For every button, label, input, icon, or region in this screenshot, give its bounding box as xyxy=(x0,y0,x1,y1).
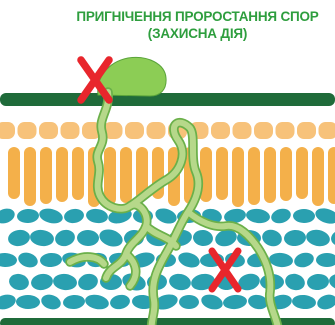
mesophyll-cell xyxy=(38,206,65,225)
mesophyll-cell xyxy=(192,229,214,247)
mesophyll-cell xyxy=(53,228,76,249)
mesophyll-cell xyxy=(269,207,292,226)
mesophyll-cell xyxy=(109,293,131,311)
mesophyll-cell xyxy=(52,273,78,292)
epidermis-layer xyxy=(0,122,335,139)
mesophyll-cell xyxy=(245,208,271,225)
palisade-cell xyxy=(104,147,116,205)
epidermis-cell xyxy=(233,122,252,139)
palisade-cell xyxy=(216,147,228,200)
palisade-cell xyxy=(312,147,324,206)
epidermis-cell xyxy=(276,122,295,139)
palisade-cell xyxy=(56,147,68,202)
mesophyll-cell xyxy=(291,294,316,310)
mesophyll-cell xyxy=(63,208,85,225)
upper-cuticle xyxy=(0,93,335,106)
lower-cuticle xyxy=(0,318,335,325)
epidermis-cell xyxy=(39,122,58,139)
mesophyll-cell xyxy=(7,228,31,247)
mesophyll-cell xyxy=(84,293,110,312)
epidermis-cell xyxy=(297,122,316,139)
mesophyll-cell xyxy=(7,272,30,292)
mesophyll-cell xyxy=(176,250,201,270)
mesophyll-cell xyxy=(62,294,85,310)
palisade-cell xyxy=(328,147,335,204)
mesophyll-cell xyxy=(179,295,199,309)
mesophyll-cell xyxy=(260,227,284,248)
palisade-cell xyxy=(24,147,36,206)
mesophyll-cell xyxy=(330,228,335,248)
mesophyll-cell xyxy=(313,206,335,227)
palisade-cell xyxy=(120,147,132,203)
palisade-cell xyxy=(248,147,260,205)
mesophyll-cell xyxy=(16,295,40,309)
mesophyll-cell xyxy=(153,206,178,226)
mesophyll-cell xyxy=(268,252,293,268)
mesophyll-cell xyxy=(97,227,125,250)
epidermis-cell xyxy=(61,122,80,139)
epidermis-cell xyxy=(319,122,335,139)
mesophyll-cell xyxy=(293,209,315,223)
mesophyll-cell xyxy=(76,272,100,293)
mesophyll-cell xyxy=(40,252,63,268)
palisade-cell xyxy=(40,147,52,204)
mesophyll-cell xyxy=(77,230,100,247)
epidermis-cell xyxy=(147,122,166,139)
mesophyll-cell xyxy=(292,250,315,269)
palisade-cell xyxy=(232,147,244,207)
palisade-cell xyxy=(280,147,292,201)
epidermis-cell xyxy=(125,122,144,139)
mesophyll-cell xyxy=(168,272,193,292)
mesophyll-cell xyxy=(199,292,224,312)
mesophyll-cell xyxy=(29,228,55,247)
mesophyll-cell xyxy=(306,273,330,291)
mesophyll-cell xyxy=(0,206,17,226)
mesophyll-cell xyxy=(85,208,109,225)
mesophyll-cell xyxy=(315,292,335,311)
epidermis-cell xyxy=(254,122,273,139)
mesophyll-cell xyxy=(305,228,332,249)
epidermis-cell xyxy=(18,122,37,139)
mesophyll-cell xyxy=(30,272,54,292)
mesophyll-cell xyxy=(222,294,247,310)
palisade-cell xyxy=(8,147,20,199)
epidermis-cell xyxy=(211,122,230,139)
mesophyll-cell xyxy=(283,229,306,247)
mesophyll-cell xyxy=(0,253,17,268)
palisade-cell xyxy=(264,147,276,203)
mesophyll-cell xyxy=(17,208,40,223)
mesophyll-cell xyxy=(39,292,62,311)
mesophyll-cell xyxy=(283,271,307,292)
epidermis-cell xyxy=(0,122,15,139)
mesophyll-cell xyxy=(316,253,335,267)
palisade-cell xyxy=(72,147,84,200)
mesophyll-cell xyxy=(16,250,39,270)
mesophyll-cell xyxy=(0,292,18,312)
palisade-cell xyxy=(296,147,308,199)
